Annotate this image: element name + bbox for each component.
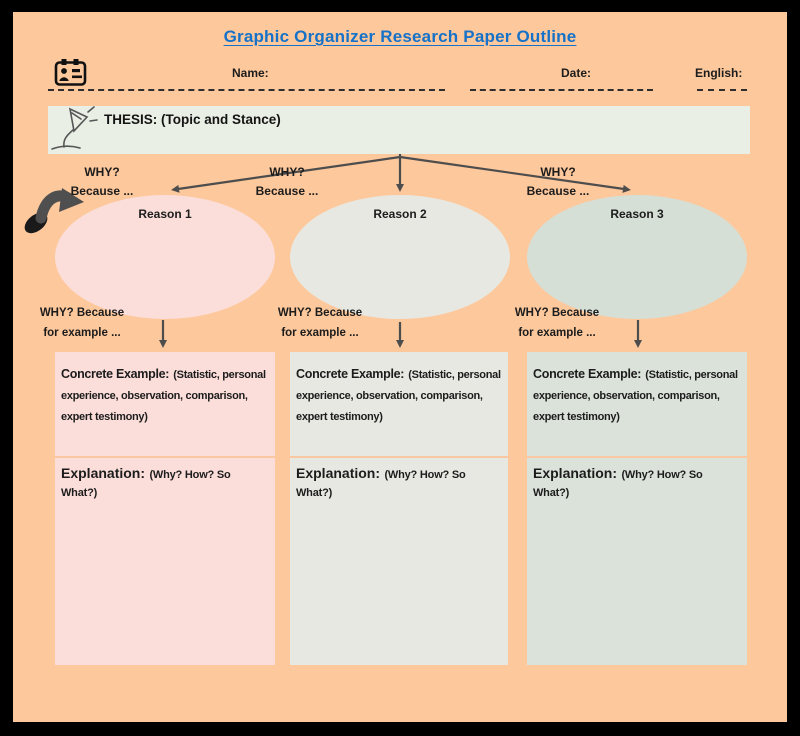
why-line: WHY? <box>269 165 305 179</box>
why-top-label-1: WHY? Because ... <box>37 163 167 201</box>
for-example-line: for example ... <box>43 327 121 339</box>
english-fill-line[interactable] <box>697 89 747 91</box>
for-example-line: for example ... <box>518 327 596 339</box>
concrete-example-label: Concrete Example: <box>533 367 642 381</box>
why-example-label-2: WHY? Because for example ... <box>250 303 390 343</box>
thesis-label: THESIS: (Topic and Stance) <box>104 112 281 127</box>
for-example-line: for example ... <box>281 327 359 339</box>
because-line: Because ... <box>255 184 319 198</box>
reason-1-evidence-box: Concrete Example: (Statistic, personal e… <box>55 352 275 665</box>
explanation-section[interactable]: Explanation: (Why? How? So What?) <box>290 456 508 501</box>
concrete-example-section[interactable]: Concrete Example: (Statistic, personal e… <box>290 352 508 456</box>
name-label: Name: <box>232 66 269 80</box>
concrete-example-section[interactable]: Concrete Example: (Statistic, personal e… <box>527 352 747 456</box>
why-because-line: WHY? Because <box>514 307 600 319</box>
concrete-example-detail: (Statistic, personal experience, observa… <box>296 369 501 423</box>
english-label: English: <box>695 66 743 80</box>
concrete-example-section[interactable]: Concrete Example: (Statistic, personal e… <box>55 352 275 456</box>
reason-2-label: Reason 2 <box>373 207 427 221</box>
date-label: Date: <box>561 66 592 80</box>
concrete-example-detail: (Statistic, personal experience, observa… <box>533 369 738 423</box>
name-fill-line[interactable] <box>48 89 445 91</box>
because-line: Because ... <box>526 184 590 198</box>
thesis-box[interactable] <box>48 106 750 154</box>
why-because-line: WHY? Because <box>39 307 125 319</box>
why-example-label-1: WHY? Because for example ... <box>12 303 152 343</box>
concrete-example-label: Concrete Example: <box>296 367 405 381</box>
explanation-detail: (Why? How? So What?) <box>296 469 466 499</box>
reason-3-label: Reason 3 <box>610 207 664 221</box>
reason-1-label: Reason 1 <box>138 207 192 221</box>
because-line: Because ... <box>70 184 134 198</box>
reason-3-ellipse[interactable]: Reason 3 <box>527 195 747 319</box>
why-because-line: WHY? Because <box>277 307 363 319</box>
reason-2-evidence-box: Concrete Example: (Statistic, personal e… <box>290 352 508 665</box>
explanation-label: Explanation: <box>296 465 381 481</box>
reason-3-evidence-box: Concrete Example: (Statistic, personal e… <box>527 352 747 665</box>
date-fill-line[interactable] <box>470 89 653 91</box>
why-line: WHY? <box>84 165 120 179</box>
explanation-label: Explanation: <box>533 465 618 481</box>
reason-1-ellipse[interactable]: Reason 1 <box>55 195 275 319</box>
reason-2-ellipse[interactable]: Reason 2 <box>290 195 510 319</box>
page-title: Graphic Organizer Research Paper Outline <box>223 27 577 46</box>
explanation-label: Explanation: <box>61 465 146 481</box>
why-line: WHY? <box>540 165 576 179</box>
why-top-label-3: WHY? Because ... <box>493 163 623 201</box>
why-top-label-2: WHY? Because ... <box>222 163 352 201</box>
concrete-example-label: Concrete Example: <box>61 367 170 381</box>
explanation-detail: (Why? How? So What?) <box>61 469 231 499</box>
explanation-detail: (Why? How? So What?) <box>533 469 703 499</box>
explanation-section[interactable]: Explanation: (Why? How? So What?) <box>527 456 747 501</box>
why-example-label-3: WHY? Because for example ... <box>487 303 627 343</box>
explanation-section[interactable]: Explanation: (Why? How? So What?) <box>55 456 275 501</box>
concrete-example-detail: (Statistic, personal experience, observa… <box>61 369 266 423</box>
